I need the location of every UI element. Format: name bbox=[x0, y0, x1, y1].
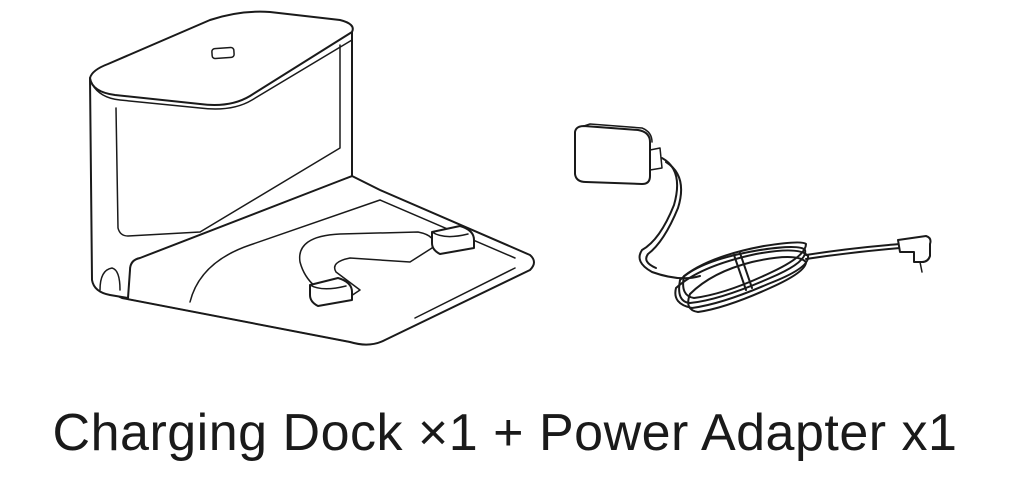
caption-text: Charging Dock ×1 + Power Adapter x1 bbox=[52, 404, 958, 462]
product-illustrations bbox=[89, 10, 932, 346]
charging-dock-icon bbox=[89, 10, 535, 346]
power-adapter-icon bbox=[574, 123, 932, 313]
